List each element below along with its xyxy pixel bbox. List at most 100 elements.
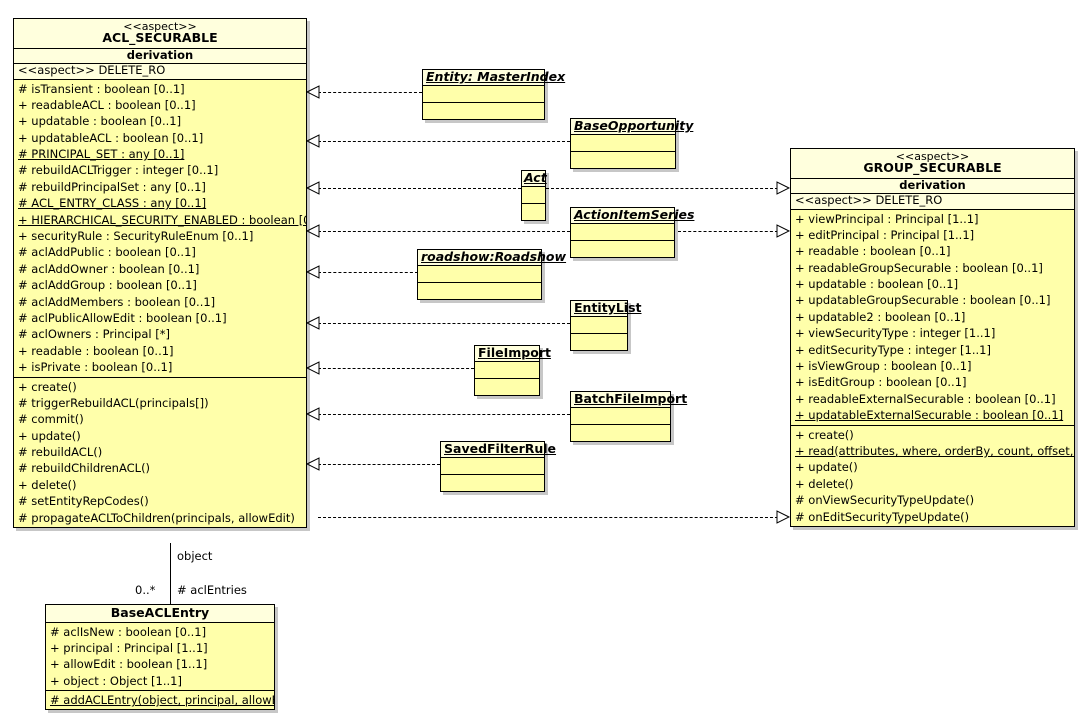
class-box-entitylist[interactable]: EntityList [570,300,642,351]
operation-row: # onViewSecurityTypeUpdate() [795,493,975,508]
attribute-row: # rebuildPrincipalSet : any [0..1] [18,179,206,194]
class-box-batchfileimport[interactable]: BatchFileImport [570,391,687,442]
association-multiplicity: 0..* [135,583,156,597]
class-name: GROUP_SECURABLE [863,160,1002,175]
attributes-compartment-roadshow [418,264,541,282]
attributes-compartment-entitylist [571,315,627,333]
operation-row: # propagateACLToChildren(principals, all… [18,510,295,525]
attribute-row: + viewPrincipal : Principal [1..1] [795,211,979,226]
realization-line-roadshow [318,272,418,273]
realization-line-actionitemseries [318,231,570,232]
realization-line-savedfilterrule [318,464,440,465]
operation-row: # addACLEntry(object, principal, allowEd… [50,693,274,708]
realization-arrow-8 [306,407,320,421]
class-name: BaseACLEntry [110,605,210,620]
attribute-row: + updatableACL : boolean [0..1] [18,130,204,145]
operations-compartment-roadshow [418,281,541,299]
attribute-row: # aclPublicAllowEdit : boolean [0..1] [18,310,227,325]
association-role-aclentries: # aclEntries [177,583,247,597]
realization-arrow-group-2 [776,224,790,238]
operation-row: # onEditSecurityTypeUpdate() [795,509,970,524]
class-name: BaseOpportunity [574,118,694,133]
operation-row: # commit() [18,412,84,427]
attribute-row: + updatableExternalSecurable : boolean [… [795,408,1064,423]
class-header-entity-masterindex: Entity: MasterIndex [423,69,566,85]
attribute-row: + object : Object [1..1] [50,673,182,688]
attribute-row: + readable : boolean [0..1] [18,343,174,358]
attribute-row: + allowEdit : boolean [1..1] [50,657,208,672]
class-name: FileImport [478,345,551,360]
operations-compartment-batchfileimport [571,423,670,441]
class-header-fileimport: FileImport [475,345,551,361]
realization-line-baseopportunity [318,141,570,142]
class-header-entitylist: EntityList [571,301,642,316]
class-name: roadshow:Roadshow [421,249,567,264]
attribute-row: # PRINCIPAL_SET : any [0..1] [18,147,185,162]
class-box-roadshow[interactable]: roadshow:Roadshow [417,249,567,300]
association-line-acl-to-baseaclentry [170,543,171,605]
class-band-delete-ro: <<aspect>> DELETE_RO [791,193,1074,209]
class-box-actionitemseries[interactable]: ActionItemSeries [570,207,694,258]
operation-row: # rebuildACL() [18,445,103,460]
operation-row: + create() [18,379,77,394]
operation-row: + delete() [18,477,77,492]
class-box-baseopportunity[interactable]: BaseOpportunity [570,118,694,169]
operations-compartment-savedfilterrule [441,473,544,491]
class-box-fileimport[interactable]: FileImport [474,345,551,396]
attribute-row: # isTransient : boolean [0..1] [18,81,185,96]
attribute-row: # aclAddMembers : boolean [0..1] [18,294,216,309]
class-box-act[interactable]: Act [521,170,547,221]
class-stereotype: <<aspect>> [895,150,970,163]
operations-compartment-acl-securable: + create() # triggerRebuildACL(principal… [14,376,306,528]
operation-row: + delete() [795,476,854,491]
attribute-row: + updatable : boolean [0..1] [18,114,182,129]
attribute-row: + readableGroupSecurable : boolean [0..1… [795,260,1043,275]
class-header-roadshow: roadshow:Roadshow [418,249,567,265]
class-header-group-securable: <<aspect>> GROUP_SECURABLE [791,149,1074,178]
attribute-row: + updatable : boolean [0..1] [795,277,959,292]
attributes-compartment-group-securable: + viewPrincipal : Principal [1..1] + edi… [791,208,1074,425]
attribute-row: + securityRule : SecurityRuleEnum [0..1] [18,229,254,244]
class-box-entity-masterindex[interactable]: Entity: MasterIndex [422,69,566,120]
attributes-compartment-acl-securable: # isTransient : boolean [0..1] + readabl… [14,78,306,377]
realization-line-act [318,188,521,189]
class-box-base-acl-entry[interactable]: BaseACLEntry # aclIsNew : boolean [0..1]… [45,604,275,711]
attribute-row: + isViewGroup : boolean [0..1] [795,359,972,374]
attributes-compartment-baseopportunity [571,133,675,151]
operations-compartment-group-securable: + create() + read(attributes, where, ord… [791,424,1074,526]
operation-row: # rebuildChildrenACL() [18,461,151,476]
attribute-row: + editSecurityType : integer [1..1] [795,342,991,357]
attribute-row: # aclAddOwner : boolean [0..1] [18,261,200,276]
association-role-object: object [177,549,213,563]
class-band-delete-ro: <<aspect>> DELETE_RO [14,63,306,79]
realization-line-entity-masterindex [318,92,422,93]
attribute-row: + isEditGroup : boolean [0..1] [795,375,967,390]
realization-arrow-9 [306,457,320,471]
attribute-row: # aclOwners : Principal [*] [18,327,170,342]
realization-line-act-to-group [546,188,778,189]
class-header-baseopportunity: BaseOpportunity [571,118,694,134]
class-name: Entity: MasterIndex [426,69,566,84]
attributes-compartment-base-acl-entry: # aclIsNew : boolean [0..1] + principal … [46,621,274,691]
attribute-row: + readable : boolean [0..1] [795,244,951,259]
attributes-compartment-entity-masterindex [423,84,544,102]
class-name: Act [524,170,547,185]
operations-compartment-actionitemseries [571,239,674,257]
attribute-row: + readableACL : boolean [0..1] [18,97,196,112]
attributes-compartment-actionitemseries [571,222,674,240]
operation-row: + update() [795,460,858,475]
operations-compartment-entity-masterindex [423,101,544,119]
attribute-row: # aclIsNew : boolean [0..1] [50,624,207,639]
class-box-acl-securable[interactable]: <<aspect>> ACL_SECURABLE derivation <<as… [13,18,307,529]
attribute-row: # rebuildACLTrigger : integer [0..1] [18,163,219,178]
attribute-row: + HIERARCHICAL_SECURITY_ENABLED : boolea… [18,212,306,227]
operations-compartment-fileimport [475,377,539,395]
class-header-base-acl-entry: BaseACLEntry [46,605,274,622]
operation-row: + read(attributes, where, orderBy, count… [795,443,1074,458]
class-box-group-securable[interactable]: <<aspect>> GROUP_SECURABLE derivation <<… [790,148,1075,527]
class-box-savedfilterrule[interactable]: SavedFilterRule [440,441,556,492]
attributes-compartment-act [522,185,545,203]
realization-line-fileimport [318,368,474,369]
operations-compartment-baseopportunity [571,150,675,168]
